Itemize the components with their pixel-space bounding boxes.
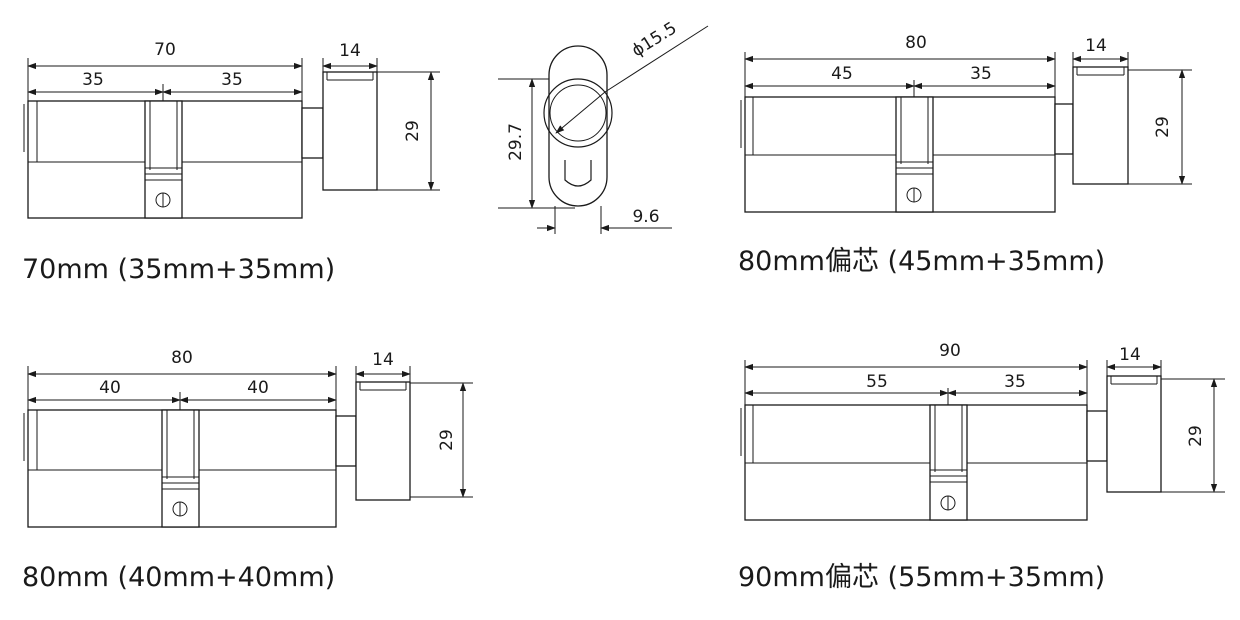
caption: 80mm偏芯 (45mm+35mm): [738, 246, 1105, 277]
dim-knob-height: 29: [403, 120, 423, 142]
cylinder-80-offset-drawing: 80 45 35 14 29 80mm偏芯 (45mm+35mm): [738, 33, 1192, 277]
dim-total: 80: [905, 33, 927, 53]
plug-circle: [543, 78, 613, 148]
cylinder-70-drawing: 70 35 35 14 29 70mm (35mm+35mm): [22, 40, 440, 285]
dim-knob-width: 14: [1119, 345, 1141, 365]
thumb-knob: [355, 381, 411, 501]
dim-width: 9.6: [632, 207, 659, 227]
dim-knob-width: 14: [339, 41, 361, 61]
dim-knob-height: 29: [1186, 425, 1206, 447]
dim-left: 40: [99, 378, 121, 398]
cylinder-90-offset-drawing: 90 55 35 14 29 90mm偏芯 (55mm+35mm): [738, 341, 1225, 593]
thumb-knob: [322, 71, 378, 191]
dim-right: 40: [247, 378, 269, 398]
thumb-knob: [1072, 66, 1129, 185]
dim-total: 80: [171, 348, 193, 368]
dim-knob-height: 29: [1153, 116, 1173, 138]
cylinder-80-drawing: 80 40 40 14 29 80mm (40mm+40mm): [22, 348, 473, 593]
dim-diameter: ϕ15.5: [628, 18, 680, 61]
dim-left: 55: [866, 372, 888, 392]
dim-left: 35: [82, 70, 104, 90]
dim-knob-width: 14: [372, 350, 394, 370]
dim-right: 35: [1004, 372, 1026, 392]
profile-drawing: 29.7 9.6 ϕ15.5: [498, 18, 709, 234]
dim-left: 45: [831, 64, 853, 84]
dim-right: 35: [221, 70, 243, 90]
dim-right: 35: [970, 64, 992, 84]
thumb-knob: [1106, 375, 1162, 493]
caption: 90mm偏芯 (55mm+35mm): [738, 562, 1105, 593]
dim-total: 70: [154, 40, 176, 60]
dim-height: 29.7: [506, 123, 526, 161]
caption: 80mm (40mm+40mm): [22, 562, 335, 593]
dim-knob-height: 29: [437, 429, 457, 451]
dim-knob-width: 14: [1085, 36, 1107, 56]
dim-total: 90: [939, 341, 961, 361]
profile-outline: [548, 45, 608, 207]
caption: 70mm (35mm+35mm): [22, 254, 335, 285]
